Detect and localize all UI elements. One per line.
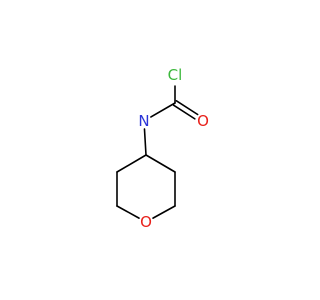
atom-label-ring-o: O	[140, 213, 152, 231]
atom-label-cl: Cl	[168, 66, 183, 84]
bond-a0-a3	[150, 102, 176, 118]
bond-a0-a2-line-1	[172, 104, 196, 120]
bond-a4-a5	[116, 154, 147, 173]
bonds-layer	[116, 85, 199, 219]
bond-a7-a8	[152, 205, 176, 219]
molecule-diagram: Cl O N O	[116, 66, 209, 231]
bond-a0-a2-line-2	[175, 100, 199, 116]
atom-labels-layer: Cl O N O	[138, 66, 209, 231]
bond-a6-a7	[116, 205, 140, 219]
atom-label-carbonyl-o: O	[197, 112, 209, 130]
bond-a9-a4	[145, 154, 176, 173]
atom-label-n: N	[138, 112, 149, 130]
bond-a3-a4	[143, 128, 147, 156]
